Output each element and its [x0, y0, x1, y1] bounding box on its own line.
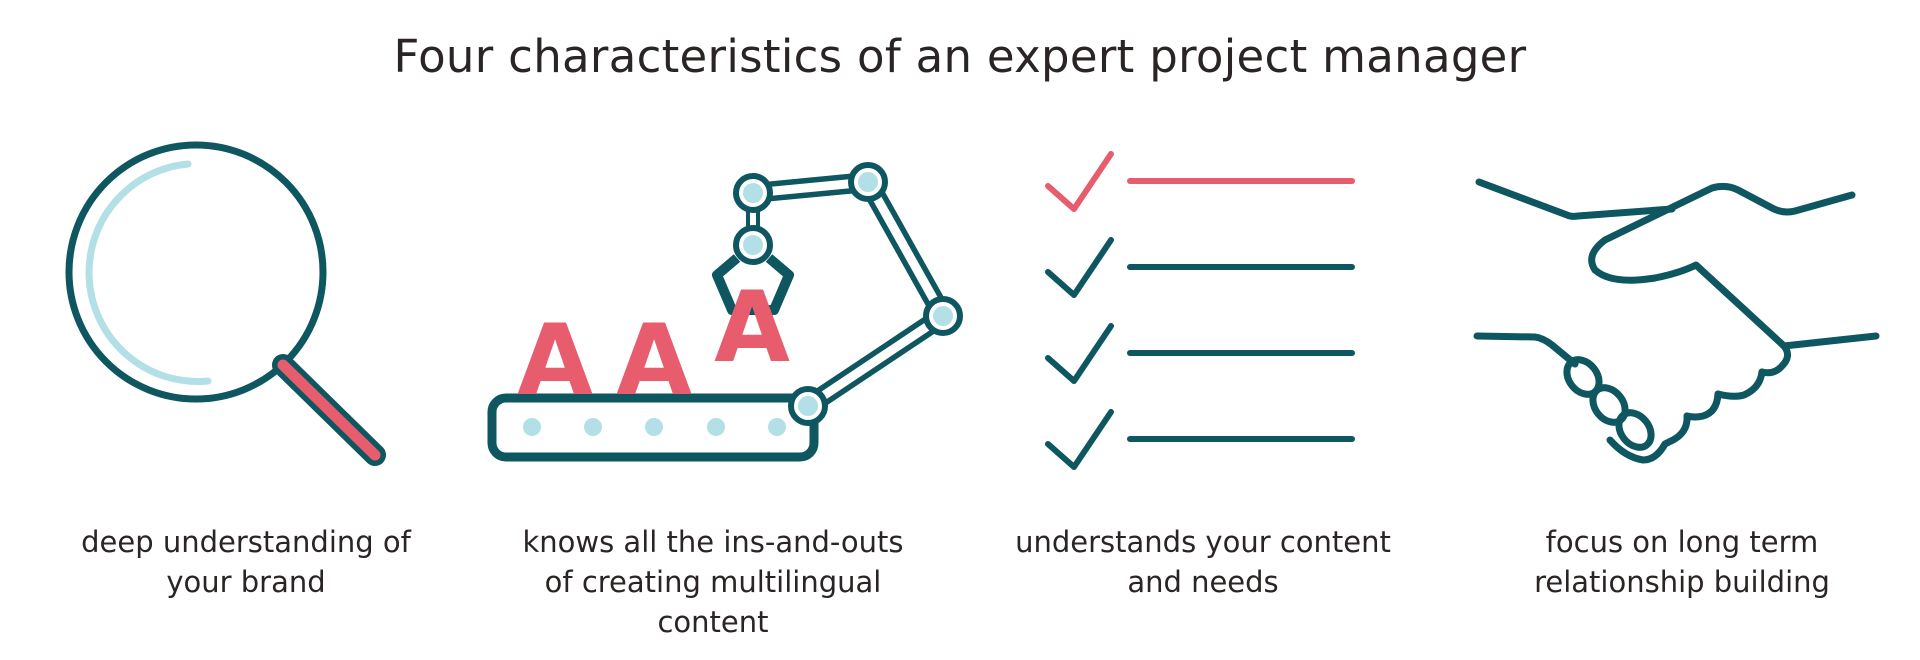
caption-line: of creating multilingual	[544, 565, 882, 599]
caption-brand-understanding: deep understanding of your brand	[26, 522, 466, 602]
infographic-title: Four characteristics of an expert projec…	[393, 30, 1527, 83]
handshake-icon	[1473, 178, 1880, 464]
caption-line: knows all the ins-and-outs	[522, 525, 904, 559]
caption-line: deep understanding of	[81, 525, 411, 559]
caption-line: focus on long term	[1545, 525, 1819, 559]
letter-a-1: A	[517, 304, 593, 418]
caption-line: relationship building	[1534, 565, 1830, 599]
caption-line: content	[657, 605, 769, 639]
caption-line: your brand	[166, 565, 326, 599]
letter-blocks: A A A	[517, 271, 790, 418]
caption-line: and needs	[1127, 565, 1279, 599]
magnifying-glass-icon	[65, 141, 386, 466]
robot-arm-conveyor-icon	[487, 162, 963, 462]
caption-line: understands your content	[1015, 525, 1391, 559]
checklist-icon	[1045, 151, 1355, 470]
letter-a-2: A	[616, 304, 692, 418]
letter-a-3: A	[714, 271, 790, 385]
caption-content-needs: understands your content and needs	[983, 522, 1423, 602]
caption-relationship-building: focus on long term relationship building	[1462, 522, 1902, 602]
caption-multilingual-content: knows all the ins-and-outs of creating m…	[493, 522, 933, 642]
